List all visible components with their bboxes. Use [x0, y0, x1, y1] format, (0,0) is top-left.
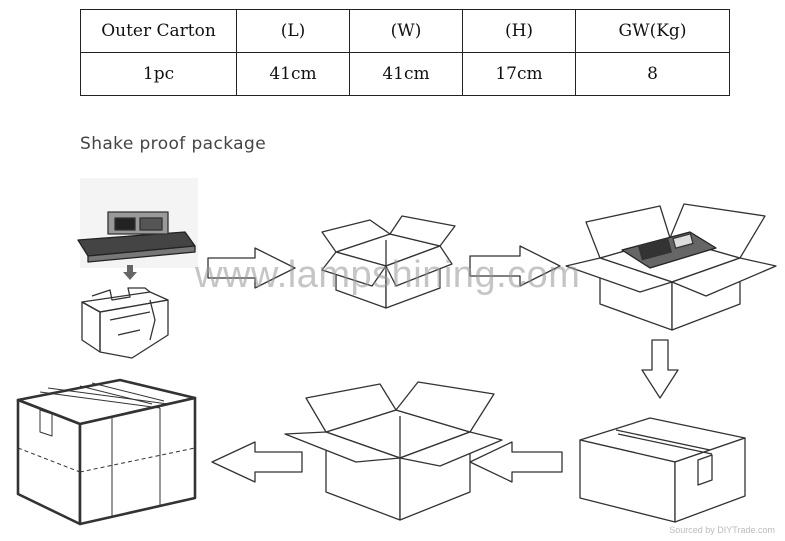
closed-box-image: [579, 417, 746, 523]
device-image: [77, 178, 198, 268]
cell-height: 17cm: [462, 52, 576, 96]
cell-gross-weight: 8: [575, 52, 730, 96]
box-with-device-image: [565, 203, 777, 331]
arrow-left-icon: [469, 441, 563, 483]
foam-insert-image: [81, 287, 169, 359]
open-box-image: [321, 215, 456, 309]
sealed-carton-image: [16, 378, 197, 526]
table-header-row: Outer Carton (L) (W) (H) GW(Kg): [80, 9, 730, 53]
cell-width: 41cm: [349, 52, 463, 96]
arrow-right-icon: [469, 245, 561, 287]
arrow-left-icon: [211, 441, 303, 483]
arrow-down-icon: [641, 339, 679, 399]
watermark-text: www.lampshining.com: [195, 254, 581, 296]
watermark-small-text: Sourced by DIYTrade.com: [669, 525, 775, 535]
cell-length: 41cm: [236, 52, 350, 96]
header-outer-carton: Outer Carton: [80, 9, 237, 53]
section-caption: Shake proof package: [80, 134, 267, 154]
header-height: (H): [462, 9, 576, 53]
down-arrow-small-icon: [123, 265, 137, 280]
carton-spec-table: Outer Carton (L) (W) (H) GW(Kg) 1pc 41cm…: [80, 9, 730, 96]
table-row: 1pc 41cm 41cm 17cm 8: [80, 52, 730, 96]
header-gross-weight: GW(Kg): [575, 9, 730, 53]
header-length: (L): [236, 9, 350, 53]
open-carton-image: [284, 381, 503, 521]
arrow-right-icon: [207, 247, 296, 289]
